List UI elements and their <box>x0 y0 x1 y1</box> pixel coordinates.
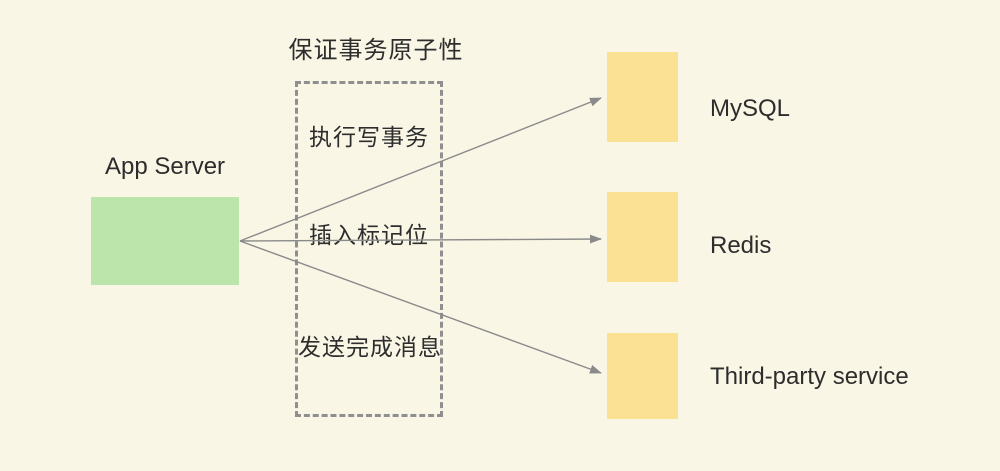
step-label-insert-marker: 插入标记位 <box>309 222 429 248</box>
diagram-title: 保证事务原子性 <box>288 37 464 64</box>
step-label-send-complete-message: 发送完成消息 <box>298 334 442 360</box>
mysql-node <box>607 52 678 142</box>
transaction-steps-group: 执行写事务 插入标记位 发送完成消息 <box>295 81 443 417</box>
arrow-to-third-party <box>239 240 602 374</box>
app-server-label: App Server <box>104 153 226 180</box>
mysql-label: MySQL <box>710 95 791 122</box>
arrow-to-redis <box>239 234 602 244</box>
app-server-node <box>91 197 239 285</box>
third-party-service-label: Third-party service <box>710 363 909 390</box>
step-label-write-transaction: 执行写事务 <box>309 124 429 150</box>
redis-node <box>607 192 678 282</box>
redis-label: Redis <box>710 232 772 259</box>
arrow-to-mysql <box>239 97 602 242</box>
third-party-service-node <box>607 333 678 419</box>
